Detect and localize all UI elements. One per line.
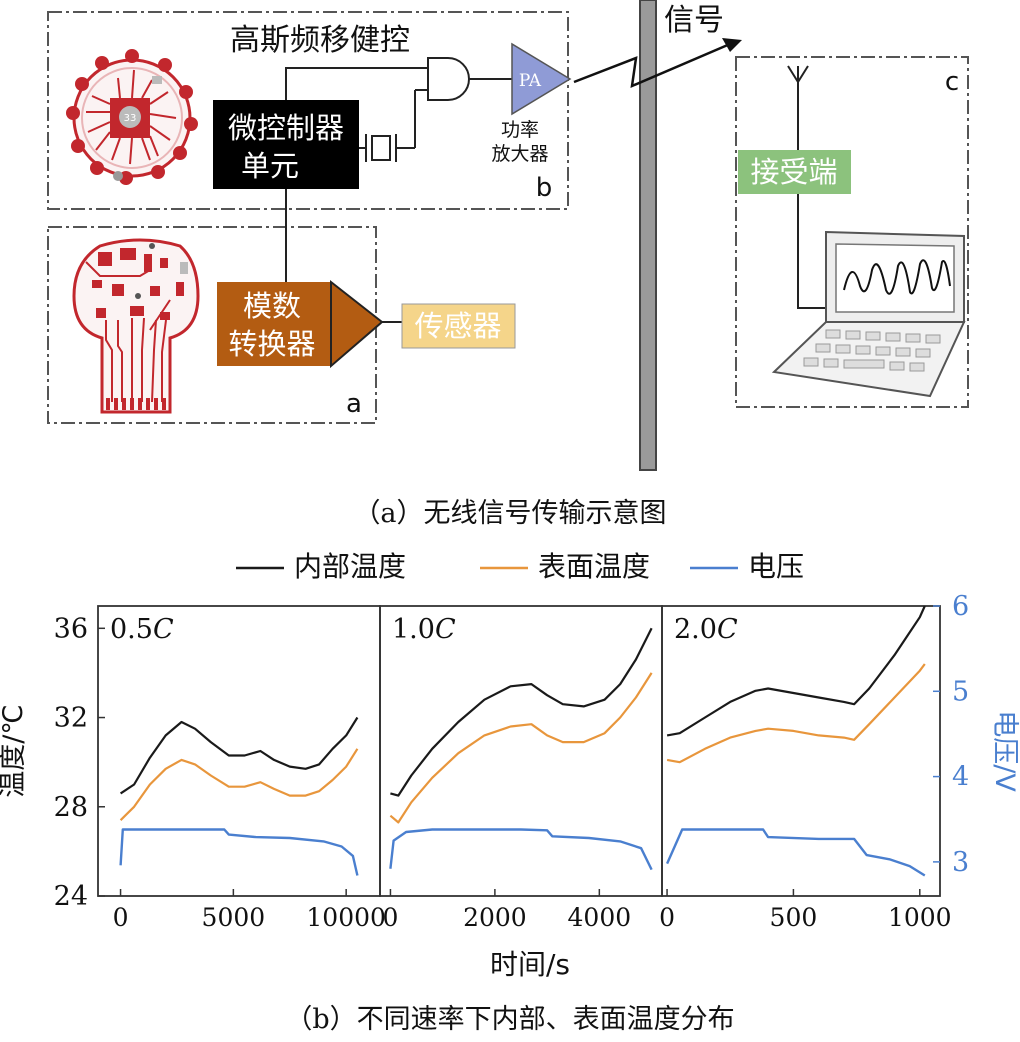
y-left-tick-label-3: 32 [54,703,88,734]
mcu-block [213,100,359,189]
caption-b: （b）不同速率下内部、表面温度分布 [285,1004,734,1035]
legend-label-1: 内部温度 [294,550,406,583]
signal-arrow [573,42,731,89]
panel-label-2: 1.0C [392,614,456,645]
x-tick-label-2-1: 0 [382,903,398,932]
panel-frame-3 [661,605,941,897]
x-tick-label-1-2: 5000 [202,903,266,932]
series-line-2-3 [389,828,653,871]
y-left-tick-label-2: 28 [54,792,88,823]
wireless-transmission-diagram: b a c 33 [47,0,969,529]
series-line-1-1 [119,716,359,795]
y-right-tick-label-1: 3 [952,847,969,878]
frame-a-letter: a [346,389,362,419]
round-pcb-board: 33 [66,49,198,185]
sensor-block [401,303,516,349]
y-left-axis-label: 温度/℃ [0,704,29,797]
y-left-tick-label-4: 36 [54,613,88,644]
and-gate [427,57,470,101]
legend-label-3: 电压 [748,550,804,583]
signal-arrow-head [722,38,742,52]
x-tick-label-1-3: 10000 [306,903,386,932]
antenna-icon [787,65,826,309]
adc-block [217,282,331,366]
y-right-tick-label-3: 5 [952,676,969,707]
receiver-block [738,150,851,194]
adc-label-line1: 模数 [243,289,301,323]
y-left-tick-label-1: 24 [54,881,88,912]
panel-frame-1 [97,605,381,897]
x-tick-label-1-1: 0 [113,903,129,932]
gfsk-title: 高斯频移健控 [230,23,410,58]
series-line-3-3 [666,828,926,877]
x-tick-label-3-1: 0 [659,903,675,932]
x-tick-label-3-3: 1000 [888,903,952,932]
laptop-icon [771,230,966,398]
series-line-3-2 [666,663,926,764]
y-right-tick-label-4: 6 [952,591,969,622]
receiver-label: 接受端 [750,155,837,189]
panel-frame-2 [379,605,663,897]
x-axis-label: 时间/s [490,948,570,981]
adc-label-line2: 转换器 [228,327,315,361]
crystal-oscillator [365,134,397,162]
x-tick-label-3-2: 500 [770,903,818,932]
pa-caption-line2: 放大器 [491,143,548,165]
frame-b [47,11,569,210]
legend-label-2: 表面温度 [538,550,650,583]
chip-label: 33 [124,113,137,124]
caption-a: （a）无线信号传输示意图 [353,498,666,529]
sensor-label: 传感器 [414,309,501,343]
signal-label: 信号 [664,3,724,38]
pa-caption-line1: 功率 [501,119,539,141]
mcu-label-line1: 微控制器 [228,111,344,145]
frame-b-letter: b [536,173,553,203]
series-line-2-1 [390,627,653,797]
panel-label-3: 2.0C [674,614,738,645]
series-line-1-3 [119,828,359,876]
adc-triangle [330,279,384,369]
keyhole-pcb-board [72,238,200,414]
series-line-1-2 [119,748,359,821]
mcu-label-line2: 单元 [241,149,299,183]
pa-label: PA [519,71,542,91]
y-right-axis-label: 电压/V [989,710,1020,792]
panel-label-1: 0.5C [110,614,174,645]
y-right-tick-label-2: 4 [952,762,969,793]
x-tick-label-2-3: 4000 [568,903,632,932]
series-line-3-1 [666,605,926,737]
x-tick-label-2-2: 2000 [463,903,527,932]
power-amplifier-triangle [511,42,572,116]
series-line-2-2 [389,672,653,824]
signal-pole [639,0,657,471]
frame-c-letter: c [945,67,959,97]
frame-c [735,56,969,408]
